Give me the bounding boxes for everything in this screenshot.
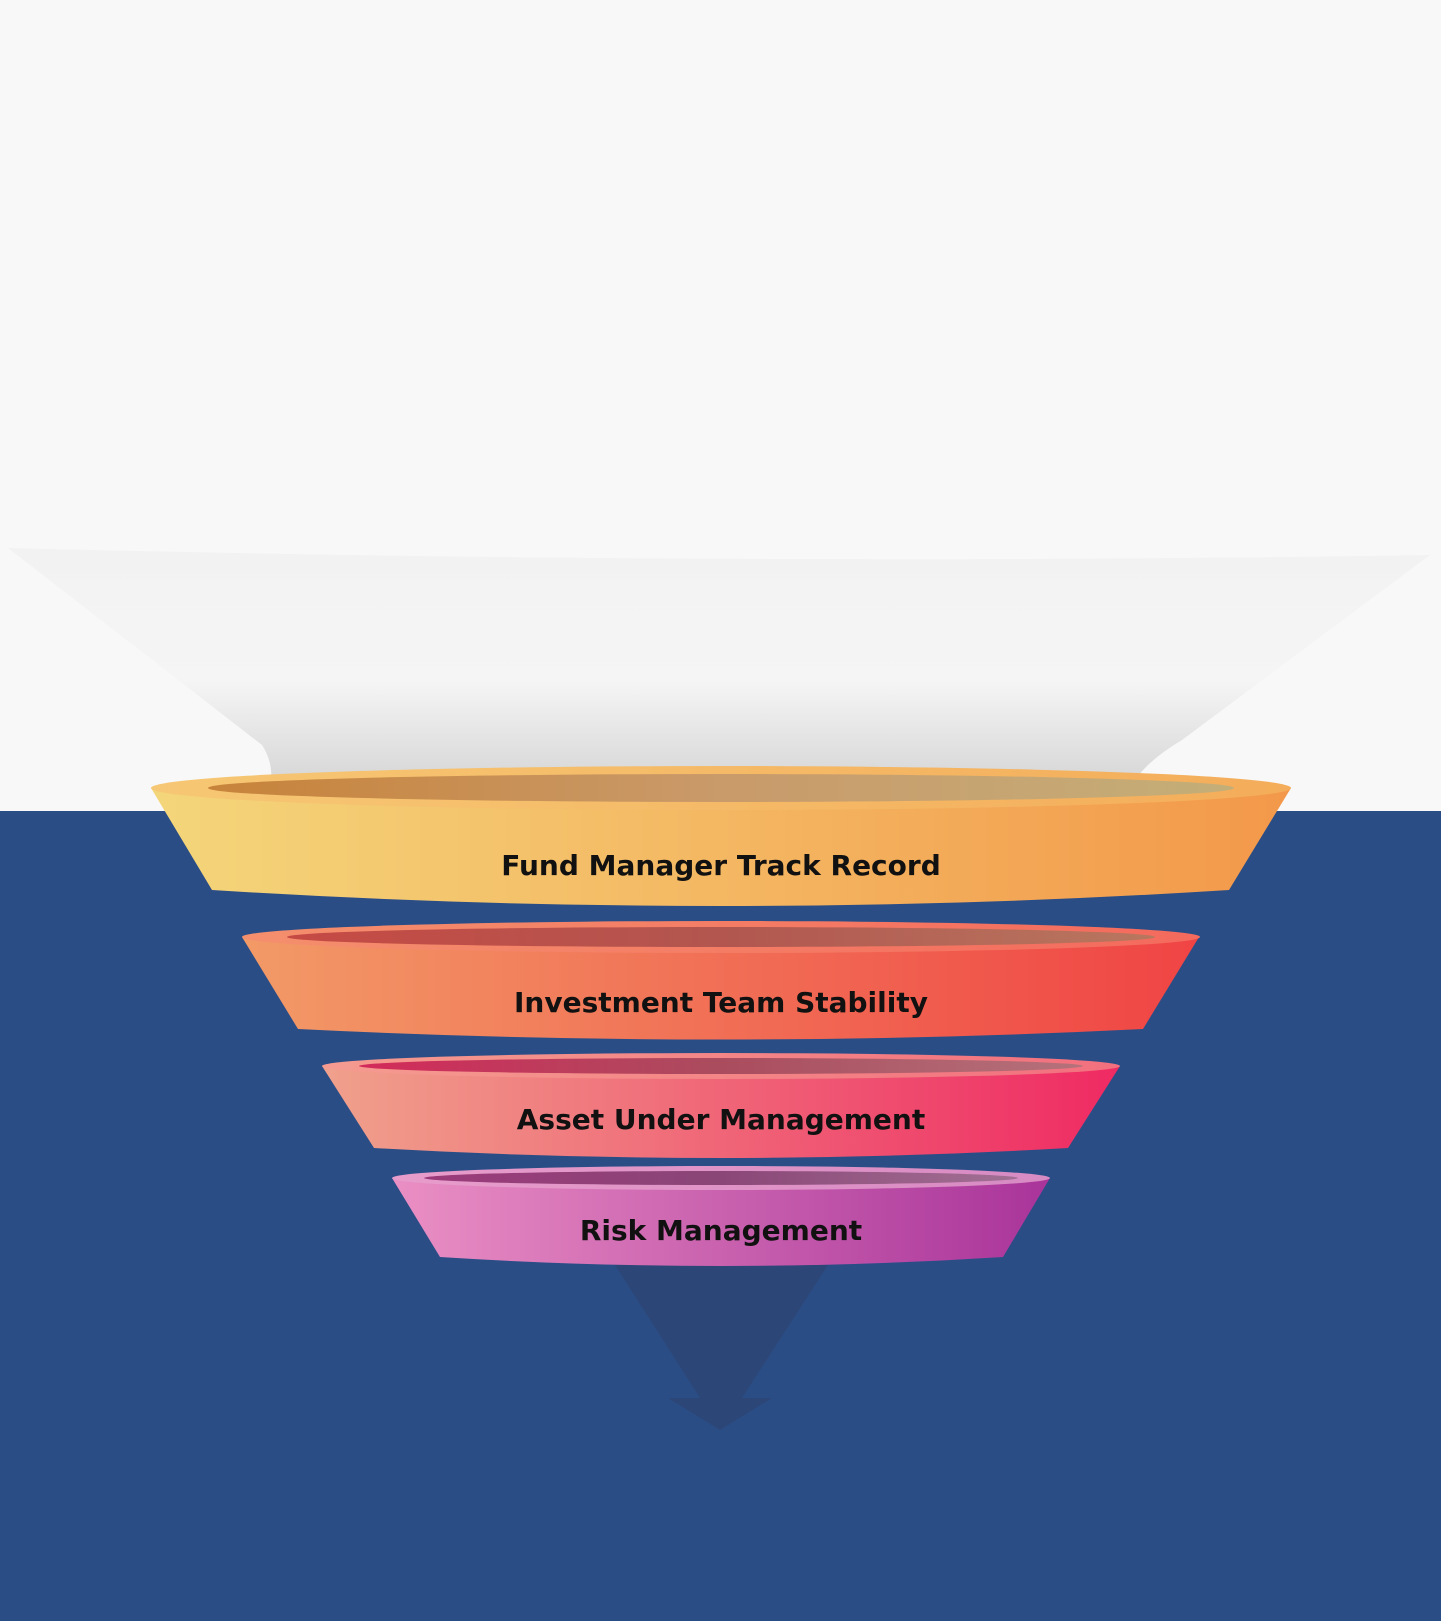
stage-label-asset-under-management: Asset Under Management <box>517 1103 926 1136</box>
stage-risk-management: Risk Management <box>392 1166 1050 1266</box>
stage-asset-under-management: Asset Under Management <box>322 1053 1120 1158</box>
stage-investment-team-stability: Investment Team Stability <box>242 921 1200 1040</box>
funnel-mouth <box>8 548 1430 790</box>
arrow-down <box>615 1265 828 1430</box>
stage-label-risk-management: Risk Management <box>580 1214 862 1247</box>
stage-label-investment-team-stability: Investment Team Stability <box>514 986 928 1019</box>
stage-label-fund-manager-track-record: Fund Manager Track Record <box>501 849 941 882</box>
stage-fund-manager-track-record: Fund Manager Track Record <box>151 766 1291 906</box>
